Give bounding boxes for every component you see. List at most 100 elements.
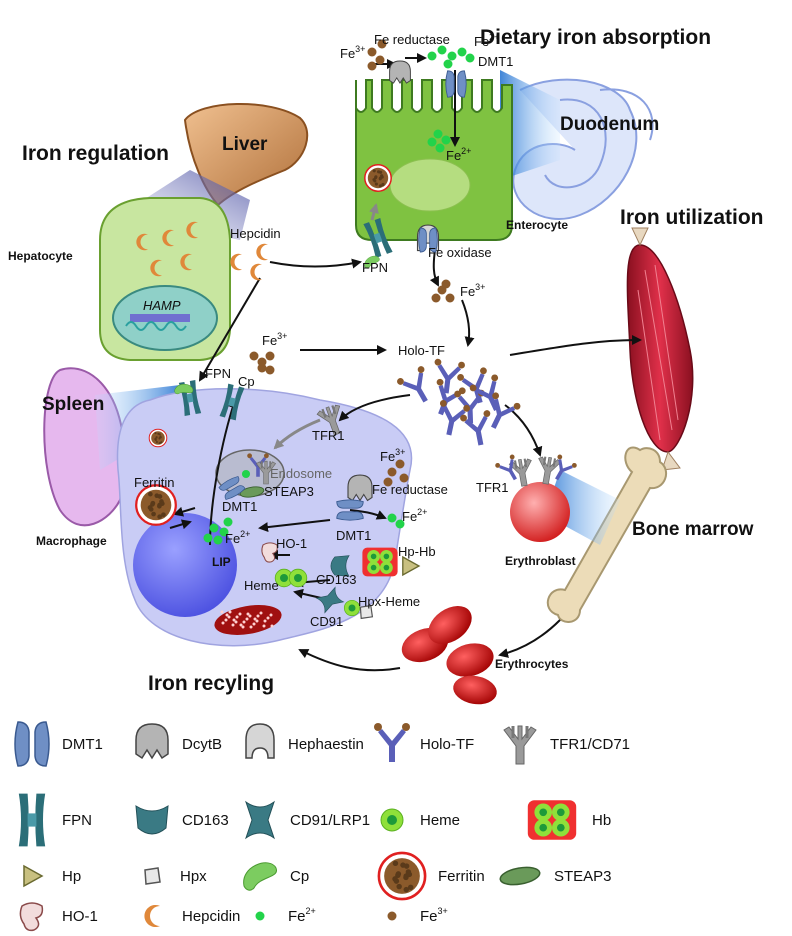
hepcidin-icon [186,221,198,239]
hephaestin-icon [245,723,275,759]
fe3-icon [249,351,259,361]
ferritin-icon [148,428,168,448]
title-iron-recycling: Iron recyling [148,672,274,695]
heme-speck [249,625,253,629]
holotf-icon [491,392,521,429]
tfr1-icon [503,725,537,765]
hepcidin-icon [230,253,242,271]
legend-label-hepcidin: Hepcidin [182,908,240,925]
label-dmt1-macrophage: DMT1 [336,528,371,543]
tfr1-icon [508,458,532,487]
ho1-icon [261,542,278,563]
label-erythroblast: Erythroblast [505,554,576,568]
holotf-icon [460,410,491,446]
label-fe2-reductase: Fe2+ [402,507,427,524]
holotf-icon [555,454,577,481]
heme-icon [380,808,404,832]
steap3-icon [499,866,541,886]
fe3-icon [377,39,387,49]
legend-label-cd91: CD91/LRP1 [290,812,370,829]
heme-speck [228,610,232,614]
fpn-icon [18,793,46,847]
heme-speck [231,623,235,627]
tfr1-icon [538,456,562,485]
label-ferritin: Ferritin [134,475,174,490]
bone-illustration [545,446,668,623]
fe3-icon [387,467,397,477]
dmt1-icon [218,476,246,500]
cd163-icon [135,805,169,835]
erythrocytes-illustration [401,605,497,705]
legend-label-heme: Heme [420,812,460,829]
heme-speck [220,610,224,614]
label-fe2-top: Fe2+ [474,32,499,49]
hepatocyte-cell [99,197,231,361]
legend-label-ferritin: Ferritin [438,868,485,885]
fe3-icon [383,477,393,487]
ferritin-icon [135,484,177,526]
heme-icon [274,568,294,588]
fe2-icon [437,45,447,55]
legend-label-hb: Hb [592,812,611,829]
title-dietary-absorption: Dietary iron absorption [480,26,711,49]
dcytb-icon [389,60,411,85]
label-fpn-enterocyte: FPN [362,260,388,275]
label-endosome: Endosome [270,466,332,481]
label-hepatocyte: Hepatocyte [8,249,73,263]
scene-molecules [135,39,577,635]
legend-label-hp: Hp [62,868,81,885]
legend-label-cd163: CD163 [182,812,229,829]
heme-speck [241,625,245,629]
hepcidin-icon [180,253,192,271]
label-fe2-lip: Fe2+ [225,529,250,546]
heme-icon [343,599,361,617]
fe3-icon [265,365,275,375]
label-dmt1-top: DMT1 [478,54,513,69]
dmt1-icon [445,70,467,98]
hepcidin-icon [250,263,262,281]
label-bone-marrow: Bone marrow [632,519,754,540]
hb-icon [527,800,577,840]
dmt1-icon [14,721,50,767]
heme-speck [242,620,246,624]
legend-label-cp: Cp [290,868,309,885]
fe2-icon [387,513,397,523]
fe3-icon [431,293,441,303]
heme-speck [238,612,242,616]
label-heme: Heme [244,578,279,593]
fe3-icon [265,351,275,361]
fe3-icon [395,459,405,469]
fe3-icon [367,61,377,71]
cp-icon [364,255,380,269]
cd163-icon [330,555,350,577]
fe3-icon [445,293,455,303]
fe2-icon [443,59,453,69]
fe2-icon [465,53,475,63]
legend-label-ho1: HO-1 [62,908,98,925]
fe3-icon [367,47,377,57]
legend-label-holotf: Holo-TF [420,736,474,753]
hpx-icon [144,867,161,885]
fe2-icon [457,47,467,57]
hpx-icon [359,604,374,620]
heme-speck [232,618,236,622]
heme-speck [263,619,267,623]
label-fpn-macrophage: FPN [205,366,231,381]
muscle-illustration [626,227,694,471]
fe2-icon [427,51,437,61]
erythroblast-cell [510,482,570,542]
dmt1-icon [336,499,364,521]
steap3-icon [239,486,265,498]
fe3-icon [387,911,397,921]
heme-speck [256,614,260,618]
label-holo-tf: Holo-TF [398,343,445,358]
label-tfr1-erythroblast: TFR1 [476,480,509,495]
fe2-icon [213,535,223,545]
enterocyte-cell [355,79,513,241]
holotf-icon [469,374,499,411]
holotf-icon [434,358,465,394]
label-hp-hb: Hp-Hb [398,544,436,559]
cp-icon [174,384,194,395]
tfr1-icon [316,404,341,436]
label-tfr1-macrophage: TFR1 [312,428,345,443]
